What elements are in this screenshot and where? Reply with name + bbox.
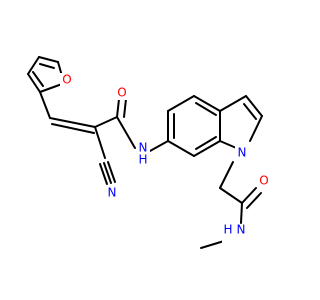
bond-nh-ring — [149, 140, 169, 152]
bond-c-carbonyl — [94, 116, 118, 128]
bond-carbonyl-o-b — [123, 98, 127, 118]
bond-furan-c3-c4 — [27, 56, 40, 75]
bonds — [27, 56, 263, 249]
bond-furan-vinyl — [39, 91, 51, 119]
furan-oxygen: O — [60, 73, 74, 87]
bond-carbonyl-o-a — [116, 98, 120, 118]
bond-bz-2 — [167, 95, 195, 112]
bond-co-n — [240, 202, 243, 224]
methylamide-nitrogen: N H — [222, 223, 246, 246]
bond-co-o-b — [246, 192, 262, 209]
bond-co-o-a — [241, 187, 257, 204]
nitrile-nitrogen-label: N — [108, 186, 117, 200]
carbonyl-oxygen: O — [115, 86, 129, 100]
bond-pyr-2-inner — [243, 103, 257, 120]
amide2-oxygen-label: O — [259, 174, 268, 188]
bond-cn-triple-a — [103, 162, 112, 184]
nitrile-nitrogen: N — [105, 186, 119, 200]
bond-cn-triple-c — [99, 163, 108, 185]
bond-n-ch2 — [219, 161, 234, 189]
bond-furan-c2-c3-double — [32, 71, 44, 87]
bond-vinyl-double-a — [49, 117, 96, 128]
bond-bz-6 — [167, 140, 195, 157]
bond-furan-c2-c3 — [27, 73, 41, 93]
furan-oxygen-label: O — [62, 73, 71, 87]
methylamide-nitrogen-hydrogen: H — [223, 223, 232, 237]
amide-nitrogen: N H — [136, 140, 150, 167]
bond-carbonyl-n — [116, 116, 136, 149]
carbonyl-oxygen-label: O — [117, 86, 126, 100]
methylamide-nitrogen-label: N — [237, 223, 246, 237]
bond-vinyl-double-b — [51, 123, 95, 134]
atom-labels: O O N H N N O N H — [60, 73, 271, 246]
bond-pyr-2 — [245, 95, 263, 117]
bond-pyr-1 — [219, 95, 247, 112]
amide-nitrogen-hydrogen: H — [138, 153, 147, 167]
bond-bz-5-inner — [195, 136, 217, 150]
bond-ch2-co — [219, 187, 243, 204]
bond-pyr-3 — [249, 115, 263, 142]
amide2-oxygen: O — [257, 174, 271, 188]
bond-cn-triple-b — [107, 161, 116, 183]
bond-bz-3 — [193, 95, 221, 112]
bond-furan-o-c2 — [39, 83, 63, 93]
bond-bz-5 — [193, 140, 221, 157]
bond-furan-c4-c5 — [38, 56, 59, 63]
bond-c-cn — [94, 126, 106, 159]
bond-furan-c4-c5-double — [39, 63, 55, 69]
molecule-structure: O O N H N N O N H — [27, 56, 271, 249]
indole-nitrogen-label: N — [238, 146, 247, 160]
indole-nitrogen: N — [235, 146, 249, 160]
bond-bz-3-inner — [195, 102, 217, 116]
amide-nitrogen-label: N — [139, 141, 148, 155]
